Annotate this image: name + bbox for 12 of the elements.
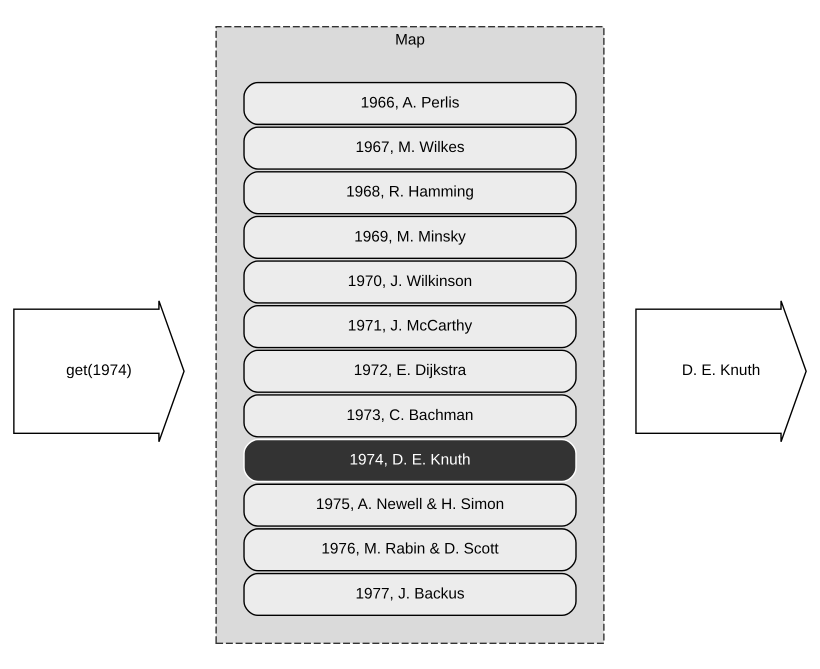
node-box: 1966, A. Perlis: [243, 81, 577, 125]
node-box: 1968, R. Hamming: [243, 170, 577, 214]
node-box: 1973, C. Bachman: [243, 394, 577, 438]
node-box: 1967, M. Wilkes: [243, 126, 577, 170]
node-box: 1977, J. Backus: [243, 572, 577, 616]
node-box: 1971, J. McCarthy: [243, 304, 577, 348]
node-box: 1972, E. Dijkstra: [243, 349, 577, 392]
node-box: 1969, M. Minsky: [243, 215, 577, 258]
node-box: 1974, D. E. Knuth: [243, 438, 577, 482]
node-box: 1970, J. Wilkinson: [243, 260, 577, 304]
node-box: 1975, A. Newell & H. Simon: [243, 483, 577, 526]
node-box: 1976, M. Rabin & D. Scott: [243, 528, 577, 571]
